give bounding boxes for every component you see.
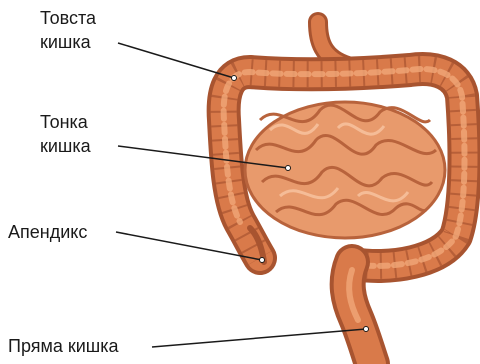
label-small-intestine-line1: Тонка (40, 110, 91, 134)
label-large-intestine-line1: Товста (40, 6, 96, 30)
label-appendix: Апендикс (8, 220, 87, 244)
leader-rectum (152, 329, 366, 347)
label-small-intestine: Тонка кишка (40, 110, 91, 158)
label-small-intestine-line2: кишка (40, 134, 91, 158)
label-large-intestine-line2: кишка (40, 30, 96, 54)
leader-large-intestine (118, 43, 234, 78)
label-rectum: Пряма кишка (8, 334, 119, 358)
label-large-intestine: Товста кишка (40, 6, 96, 54)
small-intestine (245, 102, 445, 238)
